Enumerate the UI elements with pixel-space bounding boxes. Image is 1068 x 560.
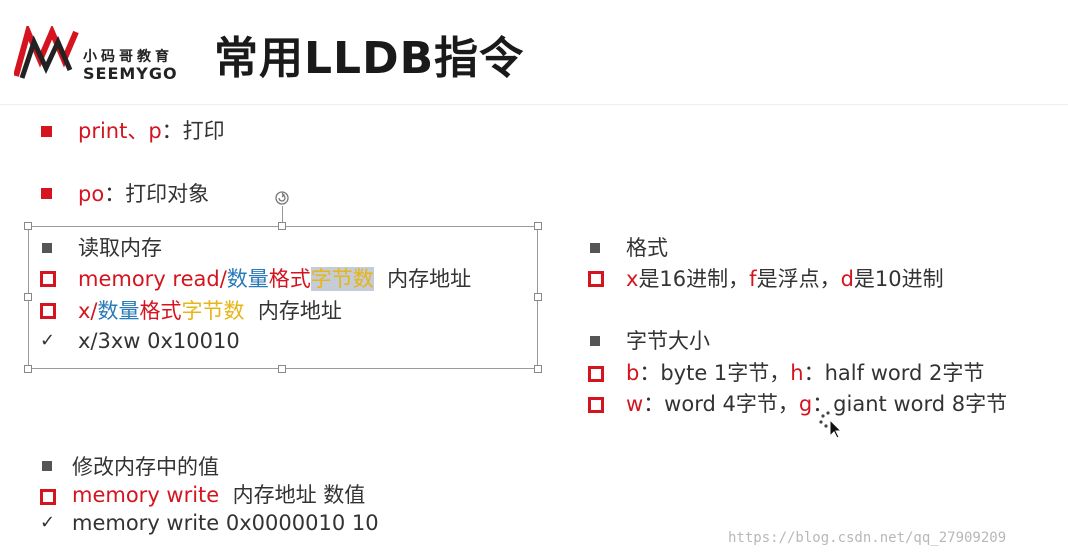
check-icon: ✓ — [40, 330, 56, 351]
bullet-gray-square — [42, 461, 52, 471]
bullet-hollow-square — [40, 271, 56, 287]
format-line: x是16进制，f是浮点，d是10进制 — [626, 267, 944, 291]
resize-handle-s[interactable] — [278, 365, 286, 373]
bullet-gray-square — [42, 243, 52, 253]
write-heading: 修改内存中的值 — [72, 455, 219, 479]
resize-handle-w[interactable] — [24, 293, 32, 301]
logo-text-cn: 小码哥教育 — [83, 49, 173, 65]
po-line: po：打印对象 — [78, 180, 209, 208]
po-cmd: po — [78, 182, 105, 206]
size-line-2: w：word 4字节，g：giant word 8字节 — [626, 392, 1008, 416]
resize-handle-se[interactable] — [534, 365, 542, 373]
rotate-handle-icon[interactable] — [274, 190, 290, 206]
bullet-hollow-square — [588, 366, 604, 382]
bullet-red-square — [41, 188, 52, 199]
read-line-1: memory read/数量格式字节数 内存地址 — [78, 267, 472, 291]
rotate-handle-line — [282, 206, 283, 226]
bullet-red-square — [41, 126, 52, 137]
size-line-1: b：byte 1字节，h：half word 2字节 — [626, 361, 985, 385]
resize-handle-sw[interactable] — [24, 365, 32, 373]
resize-handle-n[interactable] — [278, 222, 286, 230]
bullet-gray-square — [590, 243, 600, 253]
print-cmd: print、p — [78, 119, 162, 143]
bullet-hollow-square — [40, 303, 56, 319]
read-line-2: x/数量格式字节数 内存地址 — [78, 299, 342, 323]
print-desc: 打印 — [182, 119, 225, 143]
resize-handle-e[interactable] — [534, 293, 542, 301]
bullet-hollow-square — [588, 271, 604, 287]
header-divider — [0, 104, 1068, 105]
logo — [13, 22, 84, 80]
po-sep: ： — [104, 182, 126, 206]
logo-text-en: SEEMYGO — [83, 64, 178, 83]
write-line-1: memory write 内存地址 数值 — [72, 483, 366, 507]
read-example: x/3xw 0x10010 — [78, 329, 240, 353]
write-example: memory write 0x0000010 10 — [72, 511, 379, 535]
print-sep: ： — [161, 119, 183, 143]
size-heading: 字节大小 — [626, 329, 710, 353]
print-line: print、p：打印 — [78, 117, 225, 145]
bullet-gray-square — [590, 336, 600, 346]
resize-handle-nw[interactable] — [24, 222, 32, 230]
mouse-cursor-icon — [818, 410, 846, 440]
po-desc: 打印对象 — [125, 182, 210, 206]
logo-mark-icon — [13, 22, 79, 79]
read-heading: 读取内存 — [78, 236, 162, 260]
check-icon: ✓ — [40, 512, 56, 533]
watermark-url: https://blog.csdn.net/qq_27909209 — [728, 530, 1007, 546]
format-heading: 格式 — [626, 236, 668, 260]
bullet-hollow-square — [40, 489, 56, 505]
resize-handle-ne[interactable] — [534, 222, 542, 230]
slide-title: 常用LLDB指令 — [214, 33, 525, 84]
bullet-hollow-square — [588, 397, 604, 413]
